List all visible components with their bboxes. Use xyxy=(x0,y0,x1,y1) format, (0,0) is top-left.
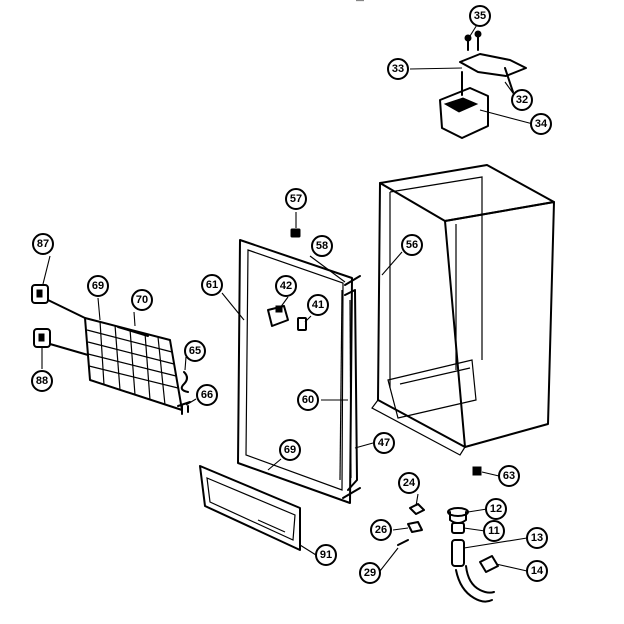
callout-47: 47 xyxy=(373,432,395,454)
callout-label: 57 xyxy=(290,193,302,205)
leader-lines xyxy=(41,19,534,572)
callout-label: 88 xyxy=(36,375,48,387)
wire-shelf-drawing xyxy=(84,317,183,411)
callout-13: 13 xyxy=(526,527,548,549)
callout-66: 66 xyxy=(196,384,218,406)
callout-70: 70 xyxy=(131,289,153,311)
callout-label: 33 xyxy=(392,63,404,75)
callout-label: 24 xyxy=(403,477,416,489)
callout-35: 35 xyxy=(469,5,491,27)
callout-91: 91 xyxy=(315,544,337,566)
callout-label: 70 xyxy=(136,294,148,306)
callout-label: 47 xyxy=(378,437,390,449)
callout-label: 60 xyxy=(302,394,314,406)
callout-label: 65 xyxy=(189,345,201,357)
callout-87: 87 xyxy=(32,233,54,255)
cabinet-drawing xyxy=(371,164,555,456)
callout-label: 63 xyxy=(503,470,515,482)
callout-26: 26 xyxy=(370,519,392,541)
callout-69-shelf: 69 xyxy=(87,275,109,297)
callout-label: 91 xyxy=(320,549,332,561)
callout-label: 29 xyxy=(364,567,376,579)
callout-label: 32 xyxy=(516,94,528,106)
callout-60: 60 xyxy=(297,389,319,411)
callout-label: 14 xyxy=(531,565,544,577)
callout-29: 29 xyxy=(359,562,381,584)
callout-label: 35 xyxy=(474,10,486,22)
callout-label: 69 xyxy=(284,444,296,456)
callout-label: 12 xyxy=(490,503,502,515)
small-parts-drawing xyxy=(177,228,482,476)
callout-12: 12 xyxy=(485,498,507,520)
callout-42: 42 xyxy=(275,275,297,297)
callout-label: 87 xyxy=(37,238,49,250)
callout-56: 56 xyxy=(401,234,423,256)
drain-parts-drawing xyxy=(397,503,499,603)
callout-33: 33 xyxy=(387,58,409,80)
callout-41: 41 xyxy=(307,294,329,316)
shelf-bracket-drawing xyxy=(31,284,89,356)
header-fragment: — xyxy=(356,0,364,5)
callout-label: 41 xyxy=(312,299,324,311)
callout-label: 66 xyxy=(201,389,213,401)
callout-24: 24 xyxy=(398,472,420,494)
callout-label: 56 xyxy=(406,239,418,251)
callout-58: 58 xyxy=(311,235,333,257)
callout-14: 14 xyxy=(526,560,548,582)
door-frame-drawing xyxy=(237,239,361,504)
callout-label: 61 xyxy=(206,279,218,291)
damper-assembly-drawing xyxy=(439,30,527,139)
callout-69-door: 69 xyxy=(279,439,301,461)
callout-label: 58 xyxy=(316,240,328,252)
callout-57: 57 xyxy=(285,188,307,210)
callout-65: 65 xyxy=(184,340,206,362)
front-panel-drawing xyxy=(199,465,301,551)
callout-label: 11 xyxy=(488,525,500,537)
callout-label: 69 xyxy=(92,280,104,292)
callout-label: 13 xyxy=(531,532,543,544)
callout-34: 34 xyxy=(530,113,552,135)
callout-63: 63 xyxy=(498,465,520,487)
callout-label: 42 xyxy=(280,280,292,292)
callout-label: 26 xyxy=(375,524,387,536)
callout-88: 88 xyxy=(31,370,53,392)
callout-label: 34 xyxy=(535,118,548,130)
callout-32: 32 xyxy=(511,89,533,111)
callout-11: 11 xyxy=(483,520,505,542)
callout-61: 61 xyxy=(201,274,223,296)
